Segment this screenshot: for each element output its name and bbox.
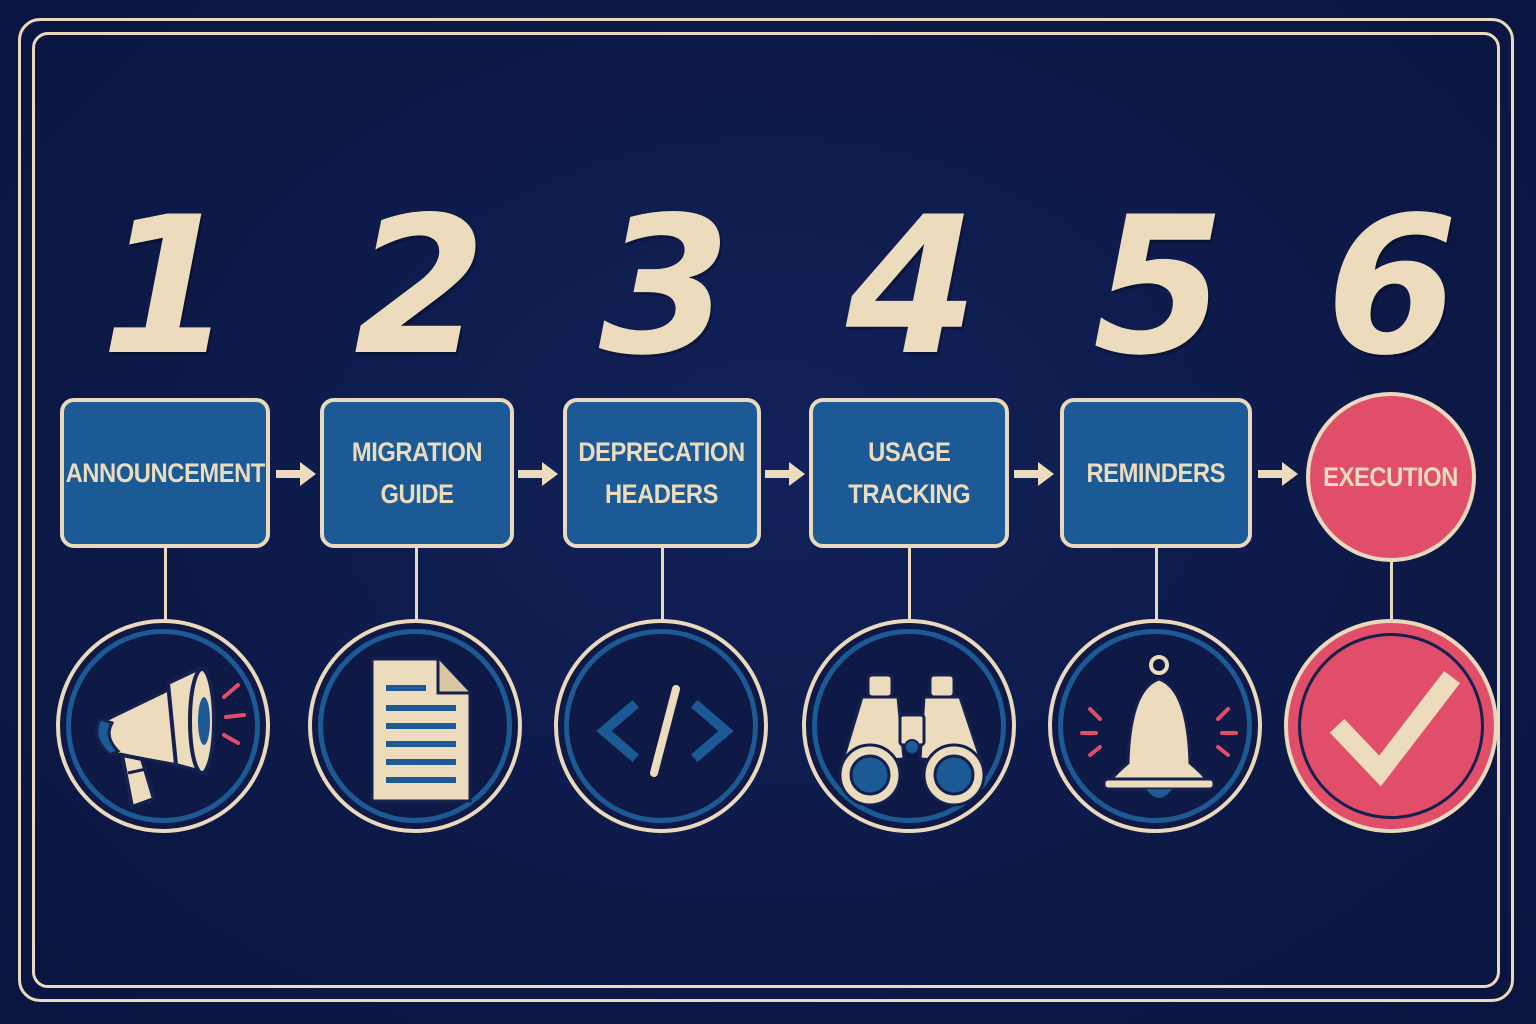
megaphone-icon [95, 666, 246, 810]
step-number-1: 1 [100, 176, 233, 397]
connector-line [1155, 548, 1158, 620]
document-icon [370, 657, 472, 803]
code-icon [596, 685, 734, 777]
connector-line [415, 548, 418, 620]
connector-line [908, 548, 911, 620]
icon-circle-reminders [1048, 619, 1262, 833]
step-label: USAGE TRACKING [848, 437, 970, 509]
step-box-reminders: REMINDERS [1060, 398, 1252, 548]
icon-circle-deprecation-headers [554, 619, 768, 833]
step-number-5: 5 [1092, 176, 1225, 397]
binoculars-icon [838, 673, 986, 807]
icon-circle-execution [1284, 619, 1498, 833]
arrow-right-icon [276, 462, 316, 486]
connector-line [1390, 562, 1393, 620]
step-number-4: 4 [845, 176, 978, 397]
connector-line [164, 548, 167, 620]
outer-frame [18, 18, 1514, 1002]
step-box-deprecation-headers: DEPRECATION HEADERS [563, 398, 761, 548]
bell-icon [1080, 655, 1238, 798]
step-number-3: 3 [598, 176, 731, 397]
step-label: REMINDERS [1086, 458, 1226, 488]
icon-circle-usage-tracking [802, 619, 1016, 833]
step-circle-execution: EXECUTION [1306, 392, 1476, 562]
arrow-right-icon [518, 462, 558, 486]
step-number-2: 2 [353, 176, 486, 397]
step-number-6: 6 [1325, 176, 1458, 397]
icon-circle-migration-guide [308, 619, 522, 833]
step-label: DEPRECATION HEADERS [578, 437, 746, 509]
step-label: MIGRATION GUIDE [351, 437, 483, 509]
arrow-right-icon [1258, 462, 1298, 486]
step-box-announcement: ANNOUNCEMENT [60, 398, 270, 548]
arrow-right-icon [765, 462, 805, 486]
inner-frame [32, 32, 1500, 988]
arrow-right-icon [1014, 462, 1054, 486]
connector-line [661, 548, 664, 620]
step-box-migration-guide: MIGRATION GUIDE [320, 398, 514, 548]
step-label: ANNOUNCEMENT [65, 458, 265, 488]
icon-circle-announcement [56, 619, 270, 833]
step-box-usage-tracking: USAGE TRACKING [809, 398, 1009, 548]
step-label: EXECUTION [1323, 462, 1459, 492]
checkmark-icon [1329, 670, 1461, 787]
